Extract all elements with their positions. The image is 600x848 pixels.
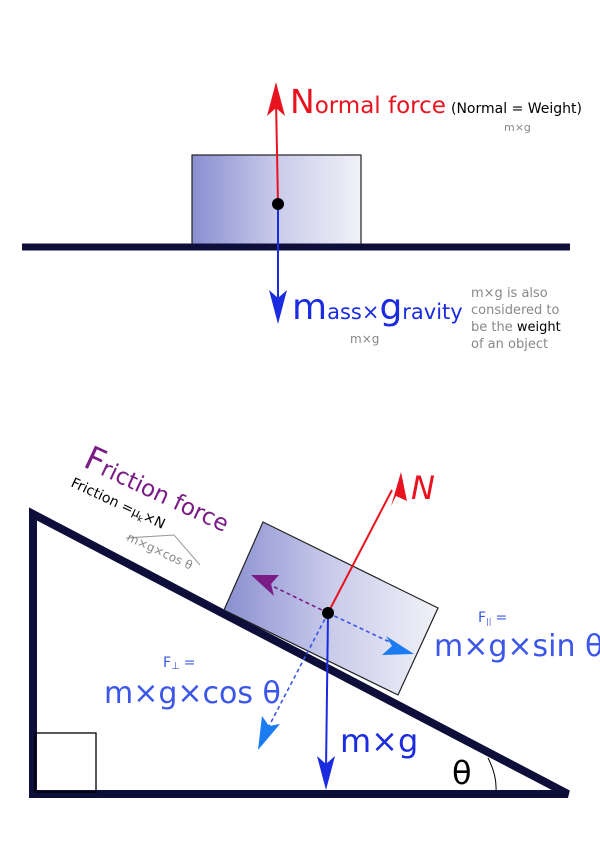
f-parallel-formula: m×g×sin θ	[434, 629, 600, 664]
incline-diagram: Friction force Friction =μk×N m×g×cos θ …	[29, 438, 600, 798]
weight-note-line-4: of an object	[471, 337, 548, 352]
weight-note-line-2: considered to	[471, 303, 560, 318]
weight-note-line-3: be the weight	[471, 320, 561, 335]
mass-gravity-sub: m×g	[350, 332, 379, 346]
f-parallel-letter: F	[478, 610, 486, 626]
perpendicular-component-arrow	[258, 612, 329, 750]
weight-note: m×g is also considered to be the weight …	[471, 286, 561, 352]
mass-gravity-label: mass×gravity	[292, 287, 463, 328]
f-parallel-equals: =	[495, 610, 507, 626]
f-perp-subscript: ⊥	[171, 661, 180, 672]
f-parallel-subscript: ||	[486, 617, 491, 626]
weight-note-line-1: m×g is also	[471, 286, 548, 301]
weight-note-line-3-pre: be the	[471, 320, 517, 335]
normal-equals-weight-note: (Normal = Weight)	[451, 101, 582, 117]
incline-normal-arrow	[327, 472, 407, 614]
parallel-component-arrow	[327, 612, 414, 655]
gravity-initial: g	[379, 287, 402, 328]
normal-force-label: Normal force	[290, 82, 446, 121]
theta-label: θ	[452, 754, 472, 792]
normal-force-arrow	[267, 82, 285, 205]
incline-normal-label: N	[411, 469, 435, 507]
normal-force-sub: m×g	[504, 121, 531, 134]
flat-surface-diagram: Normal force (Normal = Weight) m×g mass×…	[22, 82, 582, 352]
incline-weight-arrow	[317, 612, 335, 790]
incline-triangle	[29, 507, 570, 798]
theta-arc	[487, 757, 497, 793]
friction-k-subscript: k	[136, 514, 144, 524]
incline-weight-label: m×g	[340, 722, 418, 760]
mass-initial: m	[292, 287, 327, 328]
friction-sub-bracket	[125, 534, 201, 566]
normal-force-rest: ormal force	[315, 93, 446, 119]
weight-note-bold: weight	[517, 320, 561, 335]
f-parallel-label: F|| =	[478, 610, 507, 626]
f-perp-formula: m×g×cos θ	[104, 676, 281, 711]
friction-equation-post: ×N	[141, 509, 168, 533]
f-perp-equals: =	[184, 655, 196, 671]
gravity-arrow	[269, 204, 287, 324]
mass-rest: ass×	[327, 300, 379, 324]
incline-center-dot	[322, 607, 334, 619]
right-angle-marker	[34, 732, 97, 793]
f-perp-letter: F	[163, 655, 171, 671]
normal-force-initial: N	[290, 82, 315, 121]
center-of-mass-dot	[272, 198, 284, 210]
friction-arrow	[251, 575, 329, 614]
f-perp-label: F⊥ =	[163, 655, 196, 672]
gravity-rest: ravity	[402, 300, 462, 324]
